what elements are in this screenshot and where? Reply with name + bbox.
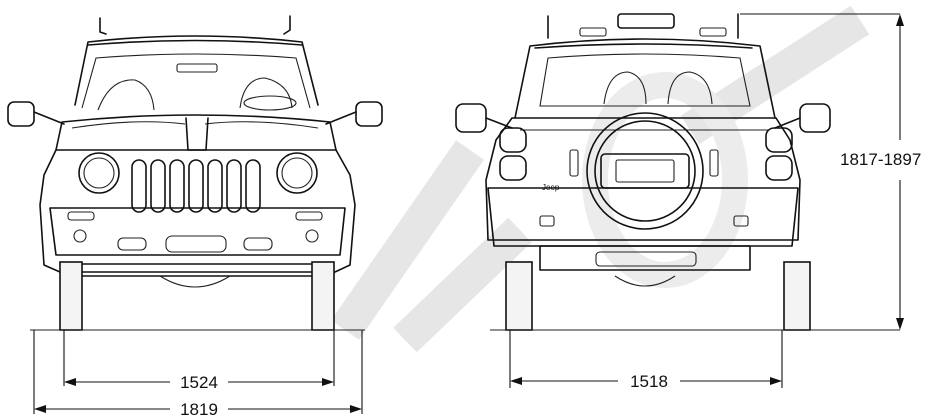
watermark — [331, 5, 870, 353]
grille — [131, 159, 261, 213]
height-dimension: 1817-1897 — [840, 14, 921, 330]
height-label: 1817-1897 — [840, 150, 921, 169]
front-view — [7, 15, 383, 414]
rear-track-dimension: 1518 — [510, 372, 782, 391]
overall-width-dimension: 1819 — [34, 400, 362, 419]
front-track-label: 1524 — [180, 373, 218, 392]
front-track-dimension: 1524 — [64, 373, 334, 392]
jeep-badge: Jeep — [542, 183, 560, 192]
rear-view: Jeep — [455, 13, 900, 388]
overall-width-label: 1819 — [180, 400, 218, 419]
rear-track-label: 1518 — [630, 372, 668, 391]
